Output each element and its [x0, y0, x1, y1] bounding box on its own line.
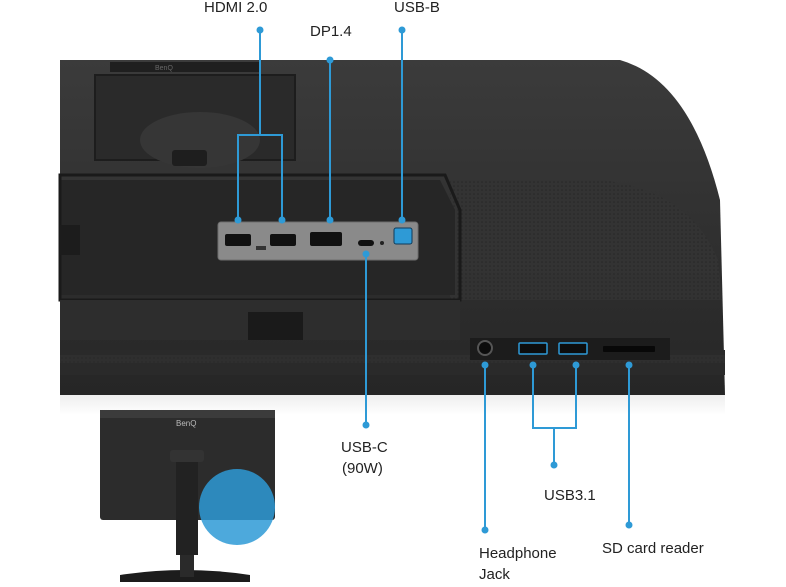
monitor-thumbnail: [100, 410, 275, 582]
hdmi-label: HDMI 2.0: [204, 0, 268, 16]
usbb-port: [393, 227, 413, 245]
usbb-label: USB-B: [394, 0, 440, 16]
headphone-label-line2: Jack: [479, 566, 510, 583]
dp-port: [310, 232, 342, 246]
sdcard-label: SD card reader: [602, 540, 704, 557]
headphone-jack: [477, 340, 493, 356]
usb31-port-1: [518, 342, 548, 355]
callout-dots: [234, 26, 633, 534]
hdmi-port-2: [270, 234, 296, 246]
brand-label: BenQ: [176, 419, 197, 428]
usb31-label: USB3.1: [544, 487, 596, 504]
usbc-port: [358, 240, 374, 246]
usbc-label-line2: (90W): [342, 460, 383, 477]
hdmi-port-1: [225, 234, 251, 246]
callout-lines: [237, 30, 630, 530]
dp-label: DP1.4: [310, 23, 352, 40]
usbc-label-line1: USB-C: [341, 439, 388, 456]
vent-mesh: [450, 180, 722, 300]
usb31-port-2: [558, 342, 588, 355]
thumbnail-highlight: [199, 469, 275, 545]
svg-text:BenQ: BenQ: [155, 65, 173, 72]
headphone-label-line1: Headphone: [479, 545, 557, 562]
sd-card-slot: [603, 346, 655, 352]
